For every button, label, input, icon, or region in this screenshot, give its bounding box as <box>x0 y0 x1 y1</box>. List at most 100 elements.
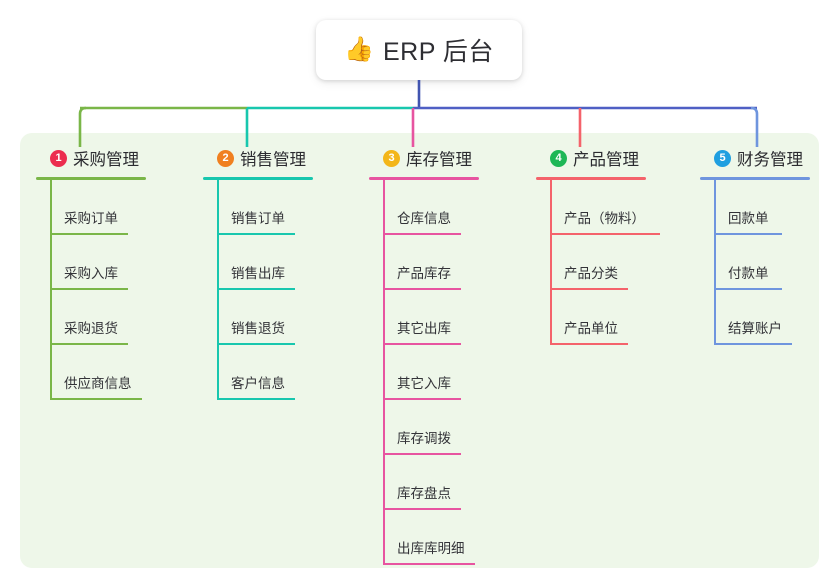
item-label: 产品（物料） <box>564 211 645 226</box>
branch-item[interactable]: 销售订单 <box>203 180 313 235</box>
branch-item[interactable]: 产品单位 <box>536 290 646 345</box>
item-underline <box>217 288 295 290</box>
item-label: 库存调拨 <box>397 431 451 446</box>
item-label: 销售出库 <box>231 266 285 281</box>
branch-number-badge: 4 <box>550 149 567 167</box>
branch-item[interactable]: 采购订单 <box>36 180 146 235</box>
branch-title: 销售管理 <box>240 151 306 169</box>
branch-item[interactable]: 采购退货 <box>36 290 146 345</box>
branch-item[interactable]: 产品库存 <box>369 235 479 290</box>
branch-item[interactable]: 客户信息 <box>203 345 313 400</box>
item-underline <box>217 398 295 400</box>
branch-item[interactable]: 库存调拨 <box>369 400 479 455</box>
branch-item[interactable]: 其它出库 <box>369 290 479 345</box>
branch-item[interactable]: 销售出库 <box>203 235 313 290</box>
item-spine <box>714 290 716 345</box>
item-label: 产品分类 <box>564 266 618 281</box>
item-spine <box>550 180 552 235</box>
item-spine <box>217 345 219 400</box>
item-spine <box>383 180 385 235</box>
item-label: 回款单 <box>728 211 769 226</box>
item-label: 付款单 <box>728 266 769 281</box>
root-node[interactable]: 👍 ERP 后台 <box>316 20 522 80</box>
content-panel <box>20 133 819 568</box>
item-underline <box>714 233 782 235</box>
branch-header[interactable]: 5 财务管理 <box>700 146 810 170</box>
branch-item[interactable]: 产品分类 <box>536 235 646 290</box>
item-underline <box>50 398 142 400</box>
item-label: 销售退货 <box>231 321 285 336</box>
item-label: 其它出库 <box>397 321 451 336</box>
item-spine <box>383 235 385 290</box>
item-spine <box>383 345 385 400</box>
item-label: 采购订单 <box>64 211 118 226</box>
branch-number-badge: 2 <box>217 149 234 167</box>
item-underline <box>550 288 628 290</box>
item-label: 客户信息 <box>231 376 285 391</box>
item-underline <box>217 343 295 345</box>
item-label: 供应商信息 <box>64 376 132 391</box>
item-spine <box>383 455 385 510</box>
item-underline <box>383 288 461 290</box>
item-spine <box>550 290 552 345</box>
item-underline <box>383 563 475 565</box>
branch-item[interactable]: 付款单 <box>700 235 810 290</box>
branch-underline <box>536 177 646 180</box>
item-spine <box>383 510 385 565</box>
item-label: 采购入库 <box>64 266 118 281</box>
branch-underline <box>369 177 479 180</box>
item-underline <box>714 288 782 290</box>
item-spine <box>50 345 52 400</box>
item-label: 其它入库 <box>397 376 451 391</box>
branch-items: 销售订单销售出库销售退货客户信息 <box>203 180 313 400</box>
item-spine <box>50 235 52 290</box>
branch-items: 回款单付款单结算账户 <box>700 180 810 345</box>
branch-item[interactable]: 销售退货 <box>203 290 313 345</box>
item-label: 库存盘点 <box>397 486 451 501</box>
item-label: 销售订单 <box>231 211 285 226</box>
branch-item[interactable]: 结算账户 <box>700 290 810 345</box>
branch-number-badge: 5 <box>714 149 731 167</box>
branch-item[interactable]: 回款单 <box>700 180 810 235</box>
branch-items: 仓库信息产品库存其它出库其它入库库存调拨库存盘点出库库明细 <box>369 180 479 565</box>
branch-item[interactable]: 产品（物料） <box>536 180 660 235</box>
item-spine <box>217 290 219 345</box>
item-label: 产品库存 <box>397 266 451 281</box>
branch-underline <box>700 177 810 180</box>
item-label: 结算账户 <box>728 321 782 336</box>
branch-header[interactable]: 2 销售管理 <box>203 146 313 170</box>
branch-title: 库存管理 <box>406 151 472 169</box>
branch-item[interactable]: 仓库信息 <box>369 180 479 235</box>
item-spine <box>714 235 716 290</box>
branch-item[interactable]: 库存盘点 <box>369 455 479 510</box>
item-underline <box>383 398 461 400</box>
item-spine <box>383 400 385 455</box>
item-underline <box>217 233 295 235</box>
item-spine <box>550 235 552 290</box>
item-spine <box>383 290 385 345</box>
branch-item[interactable]: 出库库明细 <box>369 510 479 565</box>
item-label: 出库库明细 <box>397 541 465 556</box>
branch-item[interactable]: 供应商信息 <box>36 345 146 400</box>
branch-item[interactable]: 采购入库 <box>36 235 146 290</box>
item-spine <box>217 235 219 290</box>
item-underline <box>383 508 461 510</box>
item-underline <box>714 343 792 345</box>
item-underline <box>550 343 628 345</box>
item-spine <box>217 180 219 235</box>
root-title: ERP 后台 <box>382 38 494 66</box>
branch-column-5: 5 财务管理回款单付款单结算账户 <box>700 146 810 345</box>
branch-item[interactable]: 其它入库 <box>369 345 479 400</box>
branch-underline <box>36 177 146 180</box>
branch-title: 财务管理 <box>737 151 803 169</box>
branch-title: 采购管理 <box>73 151 139 169</box>
branch-column-2: 2 销售管理销售订单销售出库销售退货客户信息 <box>203 146 313 400</box>
branch-items: 产品（物料） 产品分类产品单位 <box>536 180 660 345</box>
item-underline <box>383 453 461 455</box>
